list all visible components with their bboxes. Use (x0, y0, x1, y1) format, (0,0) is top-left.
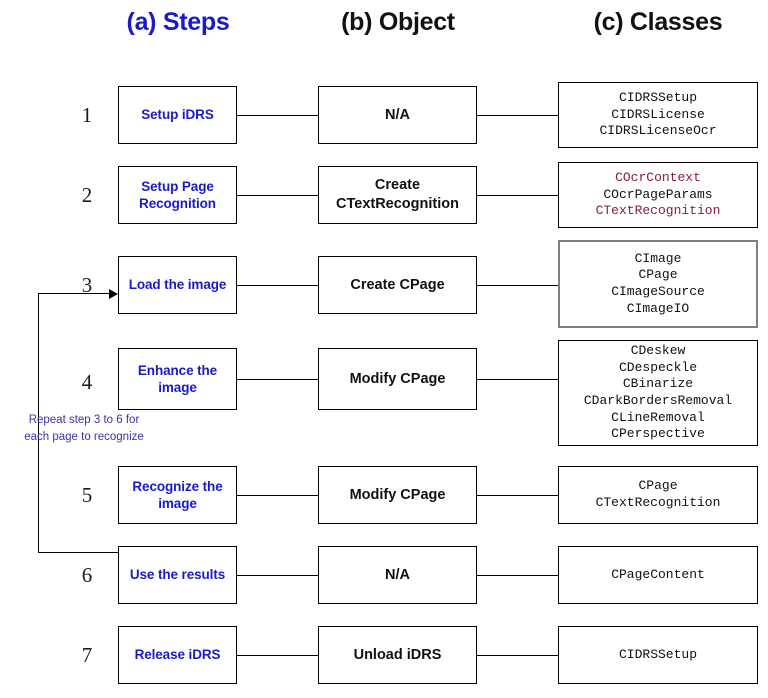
class-name: CPageContent (611, 566, 705, 582)
connector-step-to-object (237, 285, 318, 286)
connector-object-to-classes (477, 655, 558, 656)
connector-step-to-object (237, 115, 318, 116)
row-number: 1 (81, 103, 93, 127)
connector-step-to-object (237, 379, 318, 380)
class-name: CImageSource (611, 284, 705, 299)
classes-box[interactable]: CIDRSSetup (558, 626, 758, 684)
class-name: CIDRSLicenseOcr (599, 123, 717, 139)
object-box[interactable]: Create CTextRecognition (318, 166, 477, 224)
class-name: CTextRecognition (595, 495, 721, 510)
class-name: CIDRSSetup (618, 646, 697, 662)
repeat-annotation-line-2: each page to recognize (24, 431, 144, 444)
class-name: CDespeckle (618, 359, 697, 375)
class-name: CPage (638, 478, 678, 494)
column-header-classes: (c) Classes (593, 8, 723, 36)
object-box[interactable]: N/A (318, 546, 477, 604)
repeat-annotation-line-1: Repeat step 3 to 6 for (28, 414, 140, 426)
repeat-annotation: Repeat step 3 to 6 for each page to reco… (4, 412, 164, 447)
connector-object-to-classes (477, 575, 558, 576)
row-number: 6 (81, 563, 93, 587)
connector-object-to-classes (477, 285, 558, 286)
class-name: COcrPageParams (603, 186, 713, 202)
step-box[interactable]: Setup iDRS (118, 86, 237, 144)
object-box[interactable]: N/A (318, 86, 477, 144)
classes-box[interactable]: CPageContent (558, 546, 758, 604)
row-number: 3 (81, 273, 93, 297)
class-name: CImage (634, 250, 682, 266)
step-box[interactable]: Load the image (118, 256, 237, 314)
class-name: CIDRSSetup (618, 90, 697, 106)
object-box[interactable]: Unload iDRS (318, 626, 477, 684)
loopback-segment-vertical (38, 293, 39, 553)
classes-list: CPageContent (611, 567, 705, 584)
row-number: 4 (81, 370, 93, 394)
column-header-object: (b) Object (341, 8, 455, 36)
class-name: CPerspective (611, 426, 705, 442)
connector-step-to-object (237, 655, 318, 656)
classes-list: CIDRSSetup (619, 647, 697, 664)
loopback-segment-top (38, 293, 112, 294)
connector-step-to-object (237, 575, 318, 576)
connector-step-to-object (237, 495, 318, 496)
object-box[interactable]: Modify CPage (318, 466, 477, 524)
class-name: CDeskew (630, 343, 686, 359)
class-name: CDarkBordersRemoval (583, 393, 733, 408)
row-number: 7 (81, 643, 93, 667)
class-name: CIDRSLicense (611, 106, 705, 122)
step-box[interactable]: Setup Page Recognition (118, 166, 237, 224)
loopback-arrow-icon (109, 289, 118, 299)
connector-object-to-classes (477, 495, 558, 496)
class-name: COcrContext (615, 170, 701, 186)
loopback-segment-bottom (38, 552, 118, 553)
step-box[interactable]: Release iDRS (118, 626, 237, 684)
row-number: 2 (81, 183, 93, 207)
class-name: CLineRemoval (611, 409, 705, 425)
class-name: CTextRecognition (595, 203, 721, 219)
row-number: 5 (81, 483, 93, 507)
class-name: CBinarize (622, 376, 694, 392)
class-name: CPage (638, 267, 678, 283)
column-header-steps: (a) Steps (126, 8, 230, 36)
step-box[interactable]: Recognize the image (118, 466, 237, 524)
connector-object-to-classes (477, 195, 558, 196)
connector-object-to-classes (477, 115, 558, 116)
object-box[interactable]: Create CPage (318, 256, 477, 314)
step-box[interactable]: Use the results (118, 546, 237, 604)
class-name: CImageIO (626, 300, 690, 316)
object-box[interactable]: Modify CPage (318, 348, 477, 410)
connector-object-to-classes (477, 379, 558, 380)
connector-step-to-object (237, 195, 318, 196)
step-box[interactable]: Enhance the image (118, 348, 237, 410)
